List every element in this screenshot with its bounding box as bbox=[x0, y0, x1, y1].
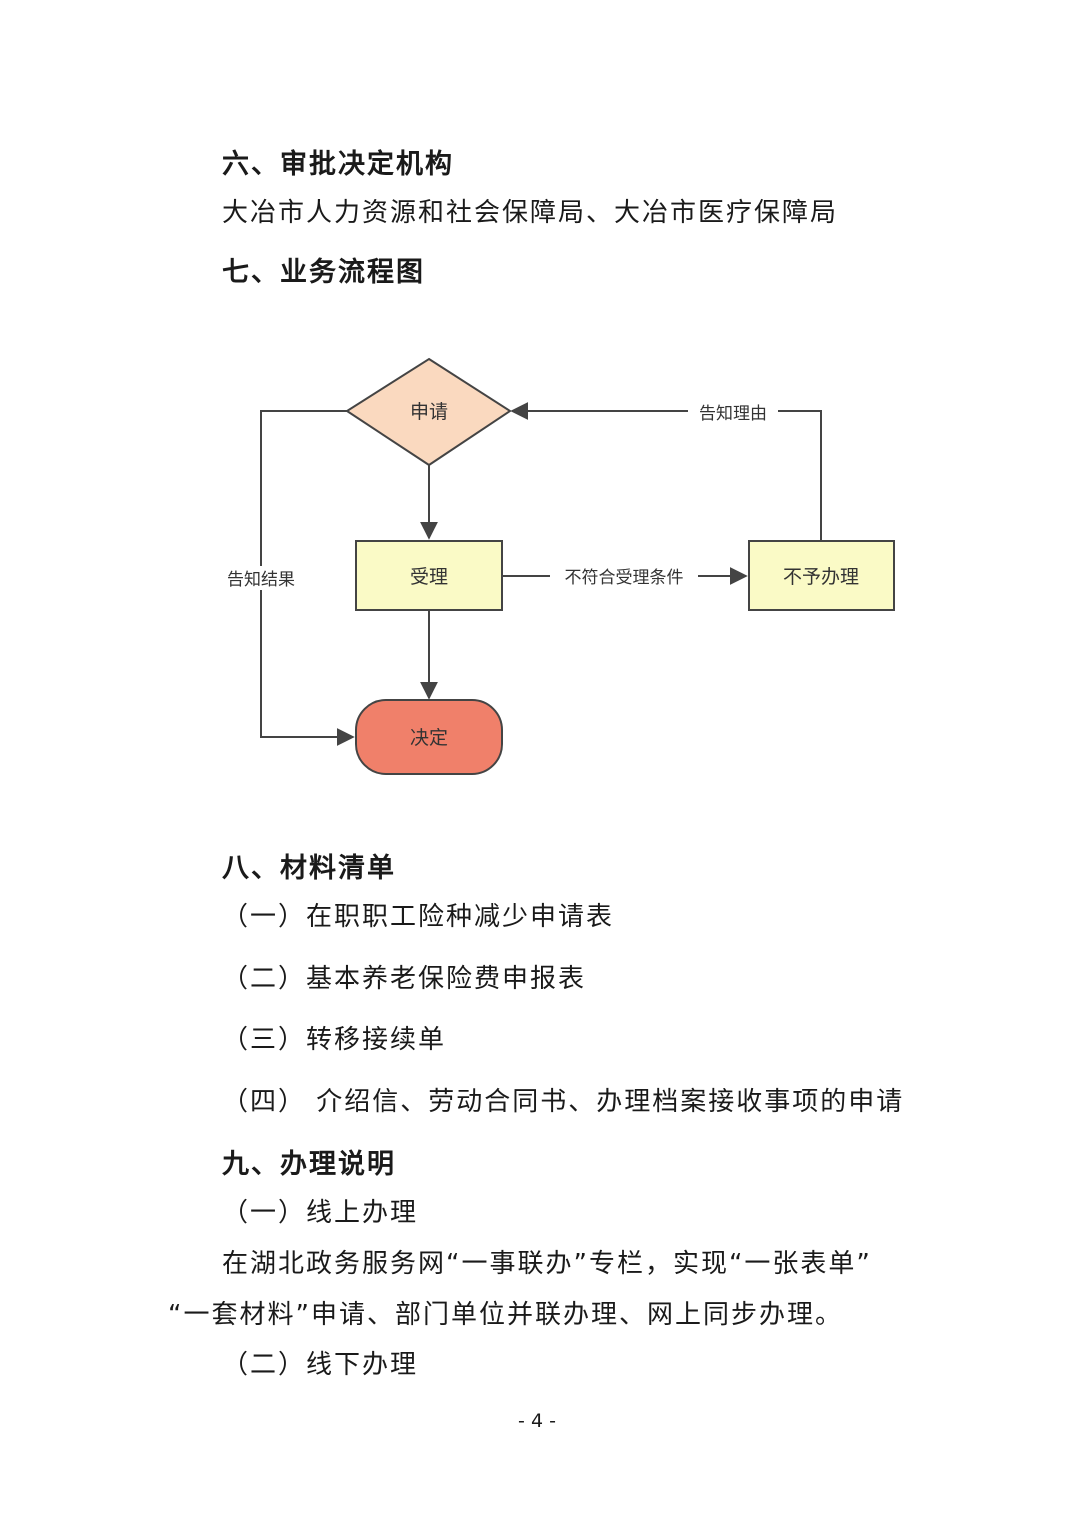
section-8-title: 八、材料清单 bbox=[222, 853, 396, 884]
edge-reject-to-apply bbox=[510, 402, 822, 541]
node-decide-box bbox=[355, 699, 503, 775]
offline-handling-title: （二）线下办理 bbox=[222, 1350, 419, 1380]
edge-label-notify-reason: 告知理由 bbox=[699, 404, 767, 424]
section-6-title: 六、审批决定机构 bbox=[222, 149, 454, 180]
material-item: （三）转移接续单 bbox=[222, 1025, 447, 1055]
node-decide-label: 决定 bbox=[410, 727, 448, 749]
page-number: - 4 - bbox=[518, 1410, 556, 1432]
node-reject-label: 不予办理 bbox=[783, 566, 859, 588]
online-handling-title: （一）线上办理 bbox=[222, 1198, 419, 1228]
edge-label-not-eligible: 不符合受理条件 bbox=[565, 568, 684, 588]
material-item: （二）基本养老保险费申报表 bbox=[222, 964, 587, 994]
node-accept-box bbox=[355, 540, 503, 611]
section-6-body: 大冶市人力资源和社会保障局、大冶市医疗保障局 bbox=[222, 198, 839, 228]
business-flowchart: 不符合受理条件 告知理由 告知结果 申请 受理 不予办理 决定 bbox=[220, 357, 895, 775]
edge-label-notify-result: 告知结果 bbox=[227, 570, 295, 590]
node-accept-label: 受理 bbox=[410, 566, 448, 588]
node-reject-box bbox=[748, 540, 895, 611]
node-apply-diamond bbox=[345, 357, 512, 467]
node-apply-label: 申请 bbox=[410, 401, 448, 423]
material-item: （四） 介绍信、劳动合同书、办理档案接收事项的申请 bbox=[222, 1087, 905, 1117]
section-7-title: 七、业务流程图 bbox=[222, 257, 425, 288]
section-9-title: 九、办理说明 bbox=[222, 1149, 396, 1180]
online-handling-body-line2: “一套材料”申请、部门单位并联办理、网上同步办理。 bbox=[168, 1300, 843, 1330]
online-handling-body-line1: 在湖北政务服务网“一事联办”专栏，实现“一张表单” bbox=[222, 1249, 872, 1279]
material-item: （一）在职职工险种减少申请表 bbox=[222, 902, 615, 932]
